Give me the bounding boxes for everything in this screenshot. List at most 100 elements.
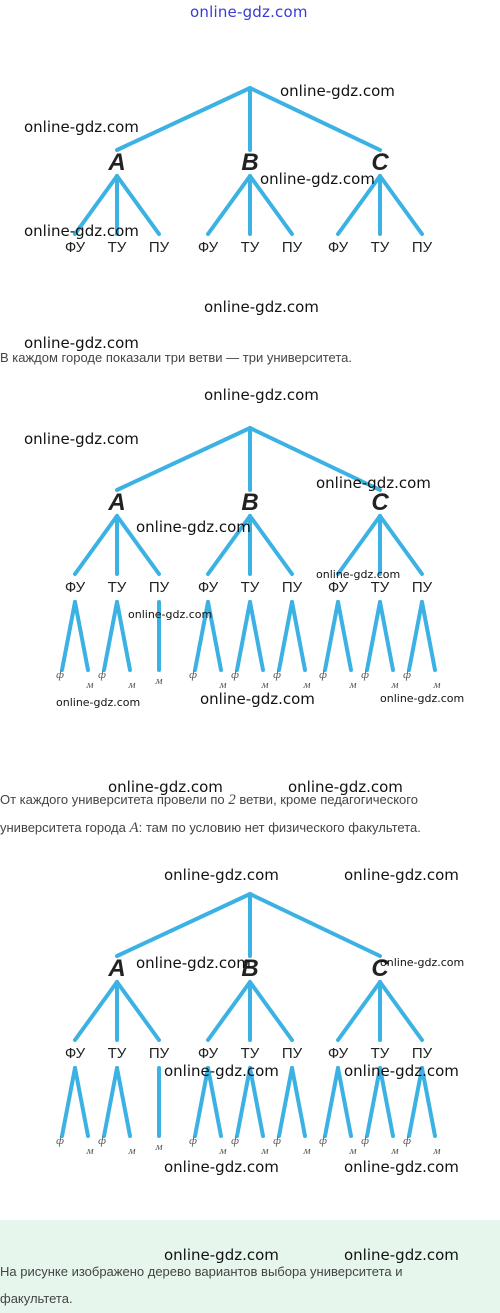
branch-city-to-university bbox=[248, 514, 294, 576]
branch-city-to-university bbox=[378, 514, 424, 576]
branch-city-to-university bbox=[73, 980, 119, 1042]
university-label: ТУ bbox=[241, 1045, 260, 1062]
faculty-label-physics: ф bbox=[98, 669, 106, 681]
branch-university-to-faculty bbox=[420, 1066, 437, 1138]
faculty-label-physics: ф bbox=[273, 1135, 281, 1147]
university-label: ФУ bbox=[328, 579, 349, 596]
watermark-text: online-gdz.com bbox=[204, 386, 319, 404]
faculty-label-math: м bbox=[348, 1145, 356, 1157]
caption-two-branches: От каждого университета провели по 2 вет… bbox=[0, 786, 470, 842]
watermark-text: online-gdz.com bbox=[344, 866, 459, 884]
university-label: ФУ bbox=[65, 239, 86, 256]
branch-university-to-faculty bbox=[277, 1066, 294, 1138]
faculty-label-physics: ф bbox=[403, 669, 411, 681]
branch-city-to-university bbox=[248, 174, 294, 236]
branch-city-to-university bbox=[336, 514, 382, 576]
branch-university-to-faculty bbox=[206, 600, 223, 672]
branch-university-to-faculty bbox=[115, 600, 132, 672]
branch-university-to-faculty bbox=[60, 600, 77, 672]
university-label: ТУ bbox=[241, 579, 260, 596]
caption-city: A bbox=[129, 820, 139, 836]
branch-city-to-university bbox=[73, 514, 119, 576]
university-label: ТУ bbox=[371, 239, 390, 256]
watermark-text: online-gdz.com bbox=[136, 954, 251, 972]
faculty-label-physics: ф bbox=[56, 1135, 64, 1147]
branch-root-to-city bbox=[115, 892, 252, 958]
branch-city-to-university bbox=[248, 980, 294, 1042]
faculty-label-math: м bbox=[127, 1145, 135, 1157]
branch-city-to-university bbox=[115, 980, 161, 1042]
branch-university-to-faculty bbox=[73, 600, 90, 672]
city-label: B bbox=[241, 955, 258, 982]
faculty-label-math: м bbox=[260, 1145, 268, 1157]
watermark-text: online-gdz.com bbox=[164, 1158, 279, 1176]
faculty-label-math: м bbox=[85, 679, 93, 691]
city-label: C bbox=[371, 489, 389, 516]
faculty-label-math: м bbox=[390, 679, 398, 691]
university-label: ПУ bbox=[149, 1045, 170, 1062]
branch-root-to-city bbox=[248, 86, 382, 152]
faculty-label-physics: ф bbox=[319, 669, 327, 681]
branch-university-to-faculty bbox=[102, 1066, 119, 1138]
city-label: C bbox=[371, 955, 389, 982]
branch-university-to-faculty bbox=[336, 1066, 353, 1138]
caption-number: 2 bbox=[228, 792, 236, 808]
faculty-label-math: м bbox=[348, 679, 356, 691]
watermark-text: online-gdz.com bbox=[128, 608, 213, 621]
watermark-text: online-gdz.com bbox=[108, 778, 223, 796]
faculty-label-math: м bbox=[390, 1145, 398, 1157]
branch-university-to-faculty bbox=[73, 1066, 90, 1138]
university-label: ТУ bbox=[371, 579, 390, 596]
university-label: ПУ bbox=[149, 579, 170, 596]
watermark-text: online-gdz.com bbox=[204, 298, 319, 316]
city-label: A bbox=[107, 489, 125, 516]
watermark-text: online-gdz.com bbox=[24, 334, 139, 352]
university-label: ФУ bbox=[198, 579, 219, 596]
branch-university-to-faculty bbox=[277, 600, 294, 672]
branch-university-to-faculty bbox=[248, 600, 265, 672]
university-label: ПУ bbox=[412, 1045, 433, 1062]
branch-university-to-faculty bbox=[323, 600, 340, 672]
caption-text-part: От каждого университета провели по bbox=[0, 792, 229, 807]
watermark-text: online-gdz.com bbox=[316, 568, 401, 581]
branch-root-to-city bbox=[115, 426, 252, 492]
faculty-label-physics: ф bbox=[231, 669, 239, 681]
university-label: ПУ bbox=[149, 239, 170, 256]
caption-text-part: : там по условию нет физического факульт… bbox=[138, 820, 421, 835]
branch-city-to-university bbox=[378, 980, 424, 1042]
university-label: ФУ bbox=[198, 239, 219, 256]
university-label: ПУ bbox=[412, 579, 433, 596]
branch-university-to-faculty bbox=[365, 600, 382, 672]
watermark-text: online-gdz.com bbox=[280, 82, 395, 100]
university-label: ФУ bbox=[198, 1045, 219, 1062]
branch-root-to-city bbox=[248, 426, 382, 492]
faculty-label-math: м bbox=[154, 1141, 162, 1153]
university-label: ПУ bbox=[282, 1045, 303, 1062]
faculty-label-physics: ф bbox=[98, 1135, 106, 1147]
branch-university-to-faculty bbox=[235, 600, 252, 672]
university-label: ПУ bbox=[412, 239, 433, 256]
city-label: B bbox=[241, 489, 258, 516]
watermark-text: online-gdz.com bbox=[24, 430, 139, 448]
faculty-label-math: м bbox=[260, 679, 268, 691]
branch-university-to-faculty bbox=[102, 600, 119, 672]
university-label: ФУ bbox=[65, 1045, 86, 1062]
branch-root-to-city bbox=[248, 892, 382, 958]
branch-city-to-university bbox=[336, 174, 382, 236]
faculty-label-math: м bbox=[154, 675, 162, 687]
branch-city-to-university bbox=[206, 980, 252, 1042]
branch-university-to-faculty bbox=[193, 1066, 210, 1138]
caption-three-universities: В каждом городе показали три ветви — три… bbox=[0, 350, 353, 365]
branch-university-to-faculty bbox=[378, 1066, 395, 1138]
city-label: A bbox=[107, 955, 125, 982]
branch-university-to-faculty bbox=[407, 1066, 424, 1138]
university-label: ТУ bbox=[108, 239, 127, 256]
faculty-label-physics: ф bbox=[319, 1135, 327, 1147]
branch-university-to-faculty bbox=[206, 1066, 223, 1138]
branch-university-to-faculty bbox=[290, 600, 307, 672]
watermark-text: online-gdz.com bbox=[164, 866, 279, 884]
